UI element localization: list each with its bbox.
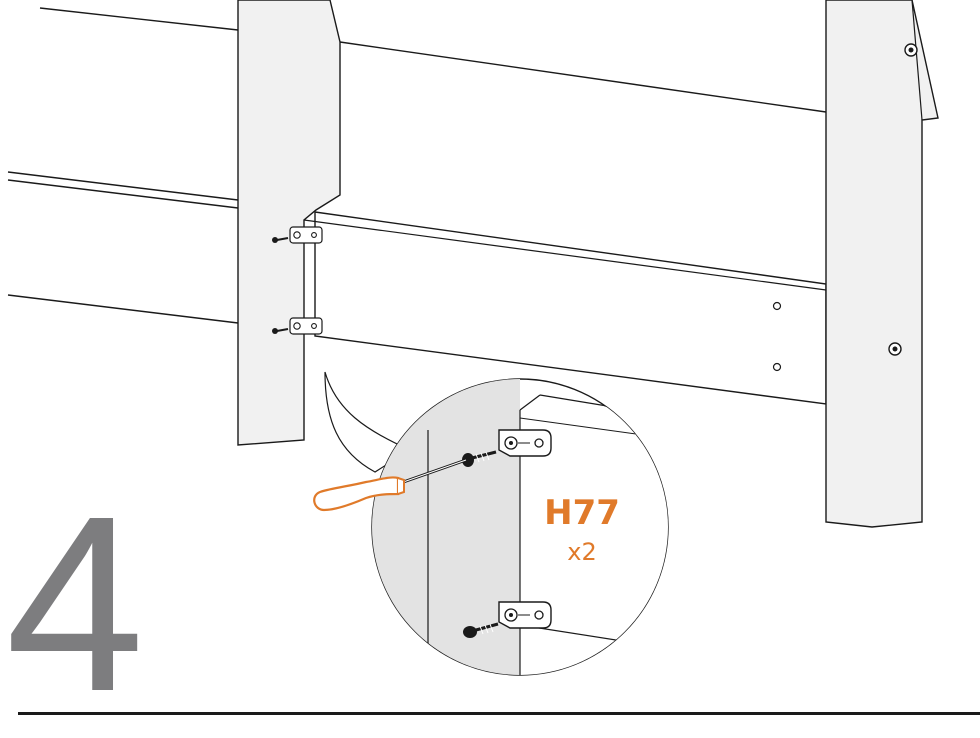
part-code-label: H77 <box>544 493 620 533</box>
quantity-label: x2 <box>567 538 596 566</box>
middle-panel-top-edge <box>303 219 827 291</box>
panel-hole <box>772 362 782 372</box>
bracket-small-upper <box>289 226 323 244</box>
bottom-divider <box>18 712 980 715</box>
bolt-head <box>904 43 918 57</box>
bolt-head <box>888 342 902 356</box>
upper-cross-board <box>340 0 826 112</box>
back-rails <box>7 7 239 324</box>
screw-small-upper <box>272 237 289 243</box>
screwdriver-icon <box>313 458 467 512</box>
screw-large-upper <box>462 450 497 467</box>
step-number: 4 <box>5 464 144 738</box>
middle-panel <box>314 211 827 405</box>
bracket-large-upper <box>498 429 552 457</box>
panel-hole <box>772 301 782 311</box>
bracket-large-lower <box>498 601 552 629</box>
left-post <box>237 0 341 446</box>
right-post-edge <box>911 0 923 121</box>
screw-large-lower <box>463 622 499 638</box>
bracket-small-lower <box>289 317 323 335</box>
zoom-content <box>372 379 668 675</box>
right-post <box>825 0 939 528</box>
screw-small-lower <box>272 328 289 334</box>
upper-board-edge <box>339 41 827 113</box>
